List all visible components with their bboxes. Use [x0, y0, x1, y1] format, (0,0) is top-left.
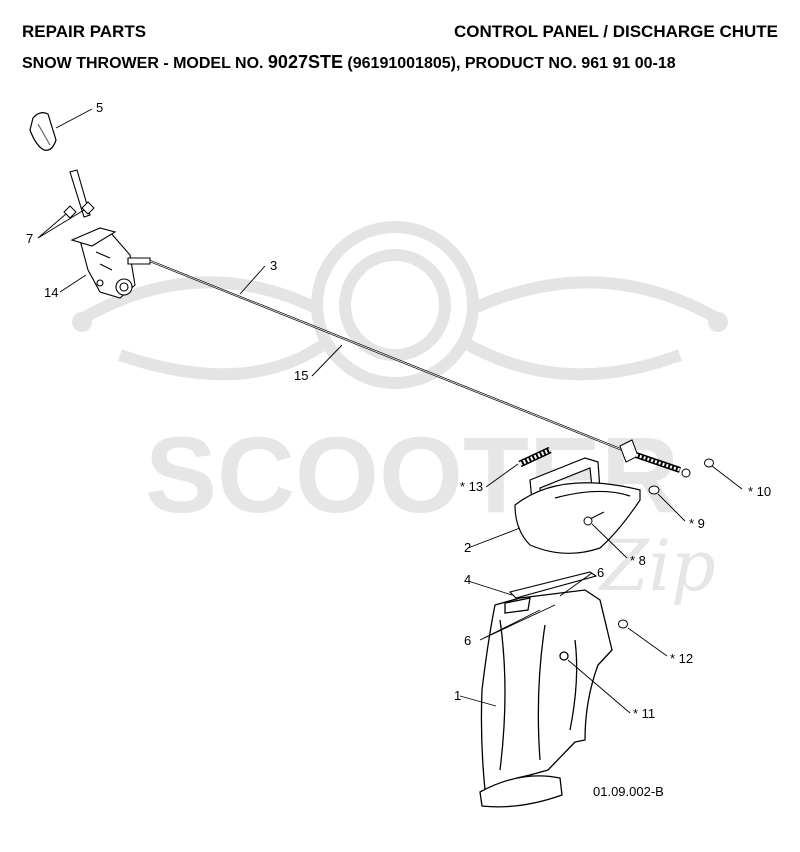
part-9-washer — [648, 485, 660, 495]
part-10-nut — [704, 458, 714, 468]
part-5-knob — [29, 112, 57, 151]
rod-spring-end — [619, 439, 691, 478]
callout-8: * 8 — [630, 553, 646, 568]
callout-14: 14 — [44, 285, 58, 300]
watermark-script: Zip — [598, 525, 716, 607]
callout-15: 15 — [294, 368, 308, 383]
callout-10: * 10 — [748, 484, 771, 499]
callout-labels: 5 7 14 3 15 * 13 * 10 * 9 2 * 8 4 6 6 * … — [26, 100, 771, 799]
watermark-logo-icon — [76, 221, 724, 389]
part-15-rod — [149, 259, 636, 457]
part-13-spring — [518, 446, 552, 468]
callout-12: * 12 — [670, 651, 693, 666]
callout-7: 7 — [26, 231, 33, 246]
callout-4: 4 — [464, 572, 471, 587]
callout-5: 5 — [96, 100, 103, 115]
page-title: REPAIR PARTS — [22, 22, 147, 41]
part-2-deflector — [514, 457, 641, 554]
callout-9: * 9 — [689, 516, 705, 531]
model-number: 9027STE — [267, 52, 343, 72]
part-12-nut — [618, 619, 628, 629]
callout-3: 3 — [270, 258, 277, 273]
callout-11: * 11 — [633, 706, 655, 721]
callout-6-top: 6 — [597, 565, 604, 580]
callout-2: 2 — [464, 540, 471, 555]
section-title: CONTROL PANEL / DISCHARGE CHUTE — [454, 22, 778, 41]
part-4-plate — [508, 571, 598, 599]
drawing-code: 01.09.002-B — [593, 784, 664, 799]
part-1-chute — [479, 589, 613, 808]
leader-lines — [37, 108, 743, 714]
part-7-screws — [63, 201, 95, 219]
callout-6-bottom: 6 — [464, 633, 471, 648]
callout-1: 1 — [454, 688, 461, 703]
watermark: SCOOTER Zip — [72, 221, 728, 607]
part-14-bracket — [69, 169, 151, 299]
subtitle-suffix: (96191001805), PRODUCT NO. 961 91 00-18 — [342, 55, 676, 72]
callout-13: * 13 — [460, 479, 483, 494]
subtitle-prefix: SNOW THROWER - MODEL NO. — [22, 55, 268, 72]
model-subtitle: SNOW THROWER - MODEL NO. 9027STE (961910… — [22, 52, 676, 73]
part-8-bolt — [583, 511, 605, 526]
